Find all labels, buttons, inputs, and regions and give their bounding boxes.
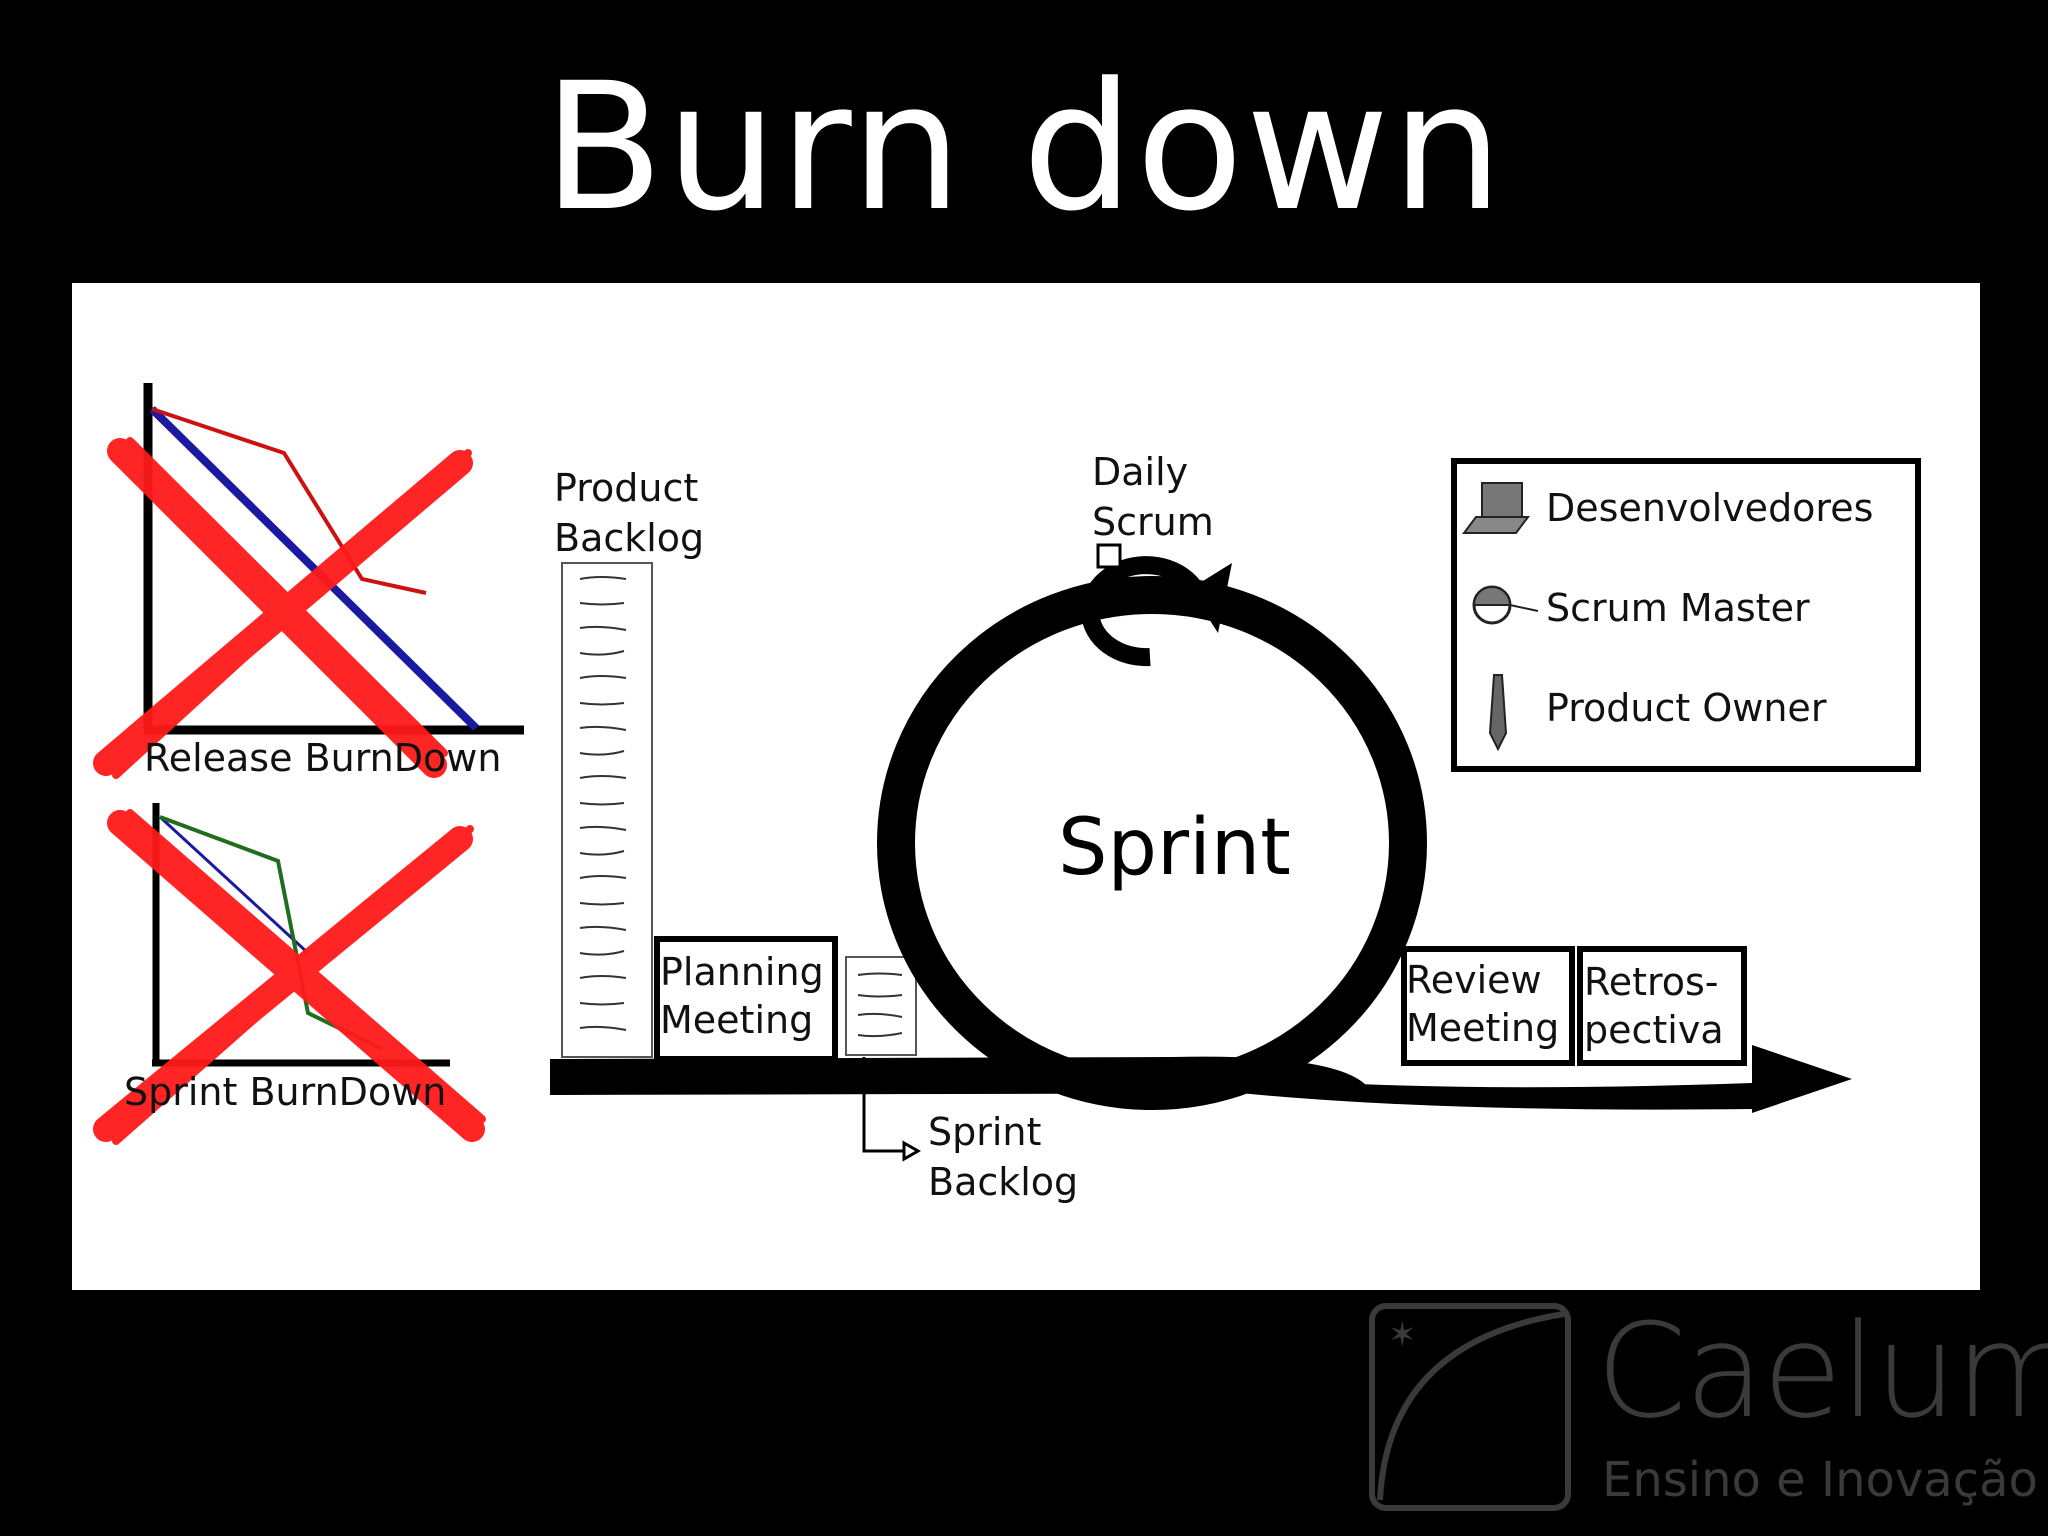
- release-actual-line: [151, 407, 427, 595]
- product-backlog-stack: [561, 562, 653, 1058]
- scrum-diagram-panel: Release BurnDown Sprint BurnDown Product…: [72, 283, 1980, 1290]
- review-meeting-label-line2: Meeting: [1406, 1006, 1560, 1050]
- sprint-burndown-label: Sprint BurnDown: [124, 1070, 447, 1114]
- release-burndown-label: Release BurnDown: [144, 736, 502, 780]
- sprint-ideal-line: [158, 815, 310, 955]
- legend-box: [1451, 458, 1921, 772]
- svg-text:✶: ✶: [1388, 1315, 1417, 1355]
- scrum-diagram: [93, 383, 1921, 1162]
- release-ideal-line: [149, 406, 479, 731]
- daily-scrum-label-line1: Daily: [1092, 450, 1189, 494]
- planning-meeting-label-line1: Planning: [660, 950, 824, 994]
- sprint-cross-out-mark: [93, 809, 486, 1145]
- daily-scrum-label-line2: Scrum: [1092, 500, 1214, 544]
- retrospective-label-line1: Retros-: [1584, 960, 1719, 1004]
- legend-developers-label: Desenvolvedores: [1546, 486, 1874, 530]
- retrospective-label-line2: pectiva: [1584, 1008, 1724, 1052]
- logo-tagline: Ensino e Inovação: [1602, 1452, 2038, 1508]
- retrospective-box: [1577, 946, 1747, 1066]
- sprint-cycle-loop: [877, 576, 1427, 1110]
- legend-scrum-master-label: Scrum Master: [1546, 586, 1810, 630]
- laptop-icon: [1462, 482, 1530, 534]
- review-meeting-label-line1: Review: [1406, 958, 1542, 1002]
- helmet-icon: [1472, 585, 1539, 625]
- slide-title: Burn down: [543, 45, 1505, 250]
- review-meeting-box: [1401, 946, 1575, 1066]
- daily-scrum-loop: [1081, 543, 1232, 667]
- legend-product-owner-label: Product Owner: [1546, 686, 1827, 730]
- release-cross-out-mark: [93, 437, 473, 779]
- sprint-burndown-chart: [93, 803, 486, 1145]
- planning-meeting-label-line2: Meeting: [660, 998, 814, 1042]
- product-backlog-label-line1: Product: [554, 466, 699, 510]
- sprint-label: Sprint: [1058, 803, 1291, 893]
- sprint-backlog-label-line1: Sprint: [928, 1110, 1042, 1154]
- caelum-logo-icon: ✶: [1369, 1303, 1571, 1511]
- product-backlog-label-line2: Backlog: [554, 516, 705, 560]
- tie-icon: [1488, 674, 1508, 752]
- sprint-backlog-list: [845, 956, 922, 1162]
- release-burndown-chart: [93, 383, 524, 779]
- logo-name: Caelum: [1596, 1295, 2048, 1447]
- sprint-backlog-label-line2: Backlog: [928, 1160, 1079, 1204]
- planning-meeting-box: [654, 936, 838, 1062]
